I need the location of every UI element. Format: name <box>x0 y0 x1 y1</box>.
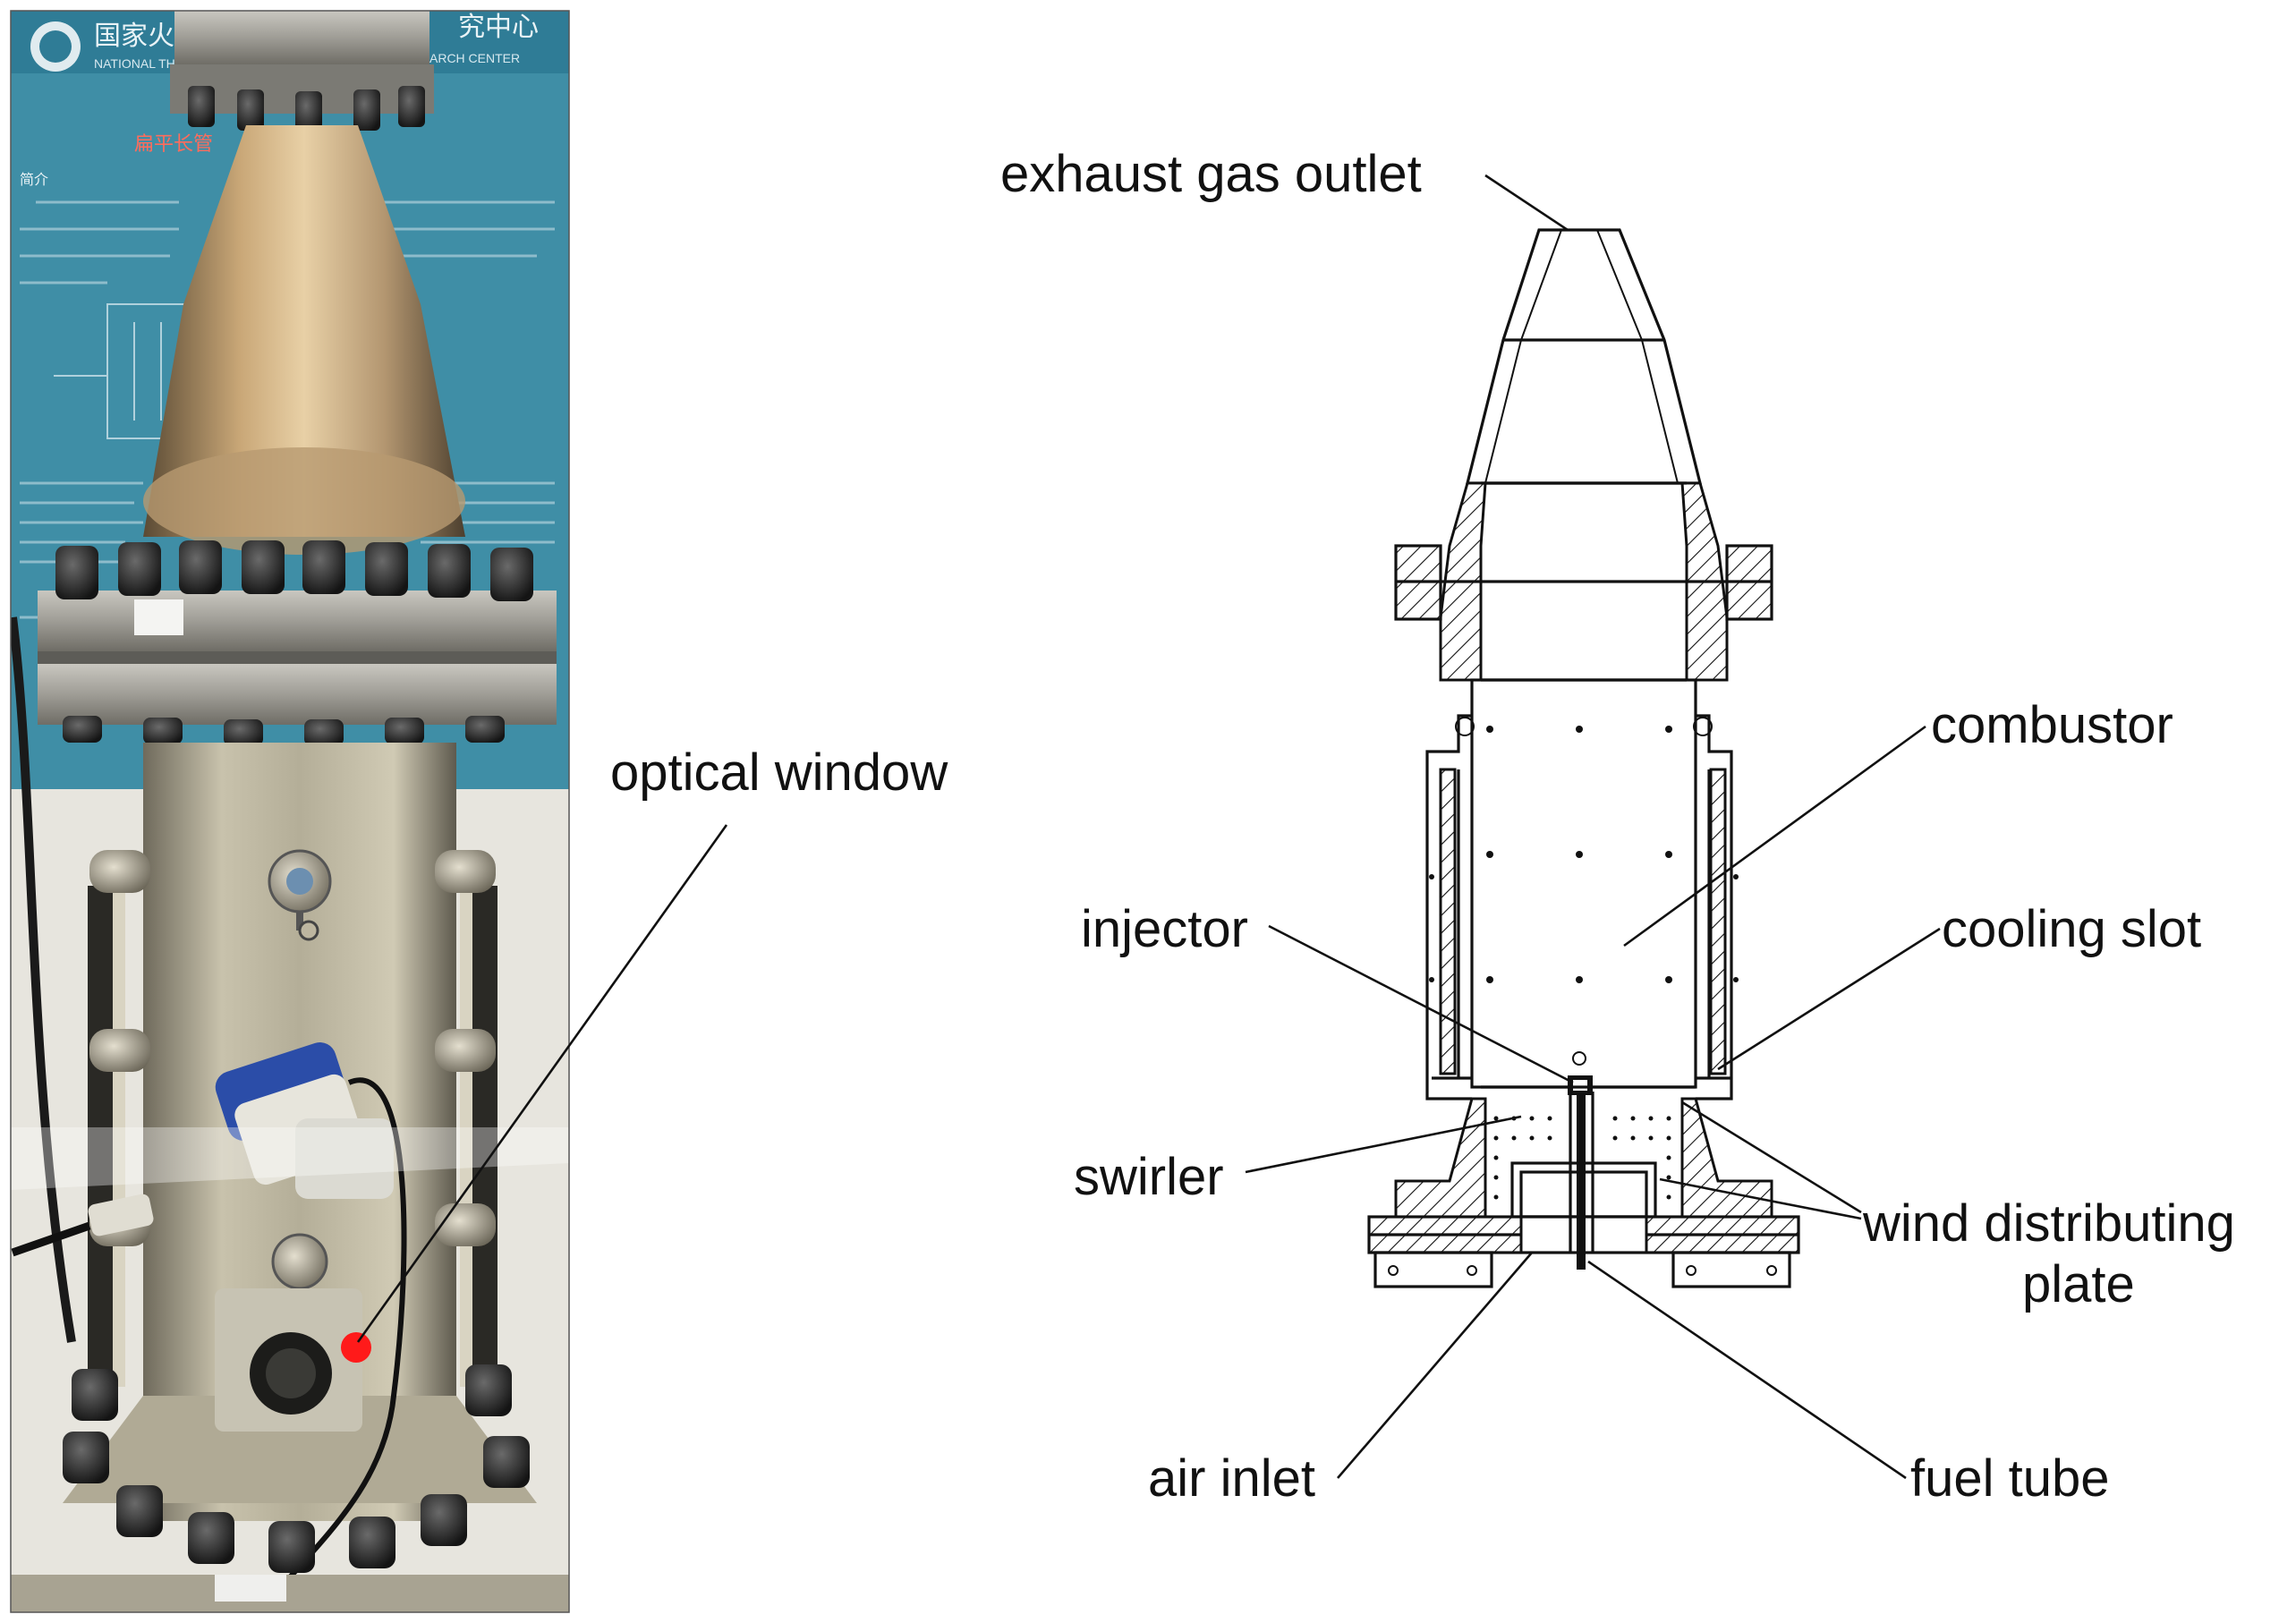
label-wind-distributing: wind distributing <box>1862 1194 2235 1253</box>
leader-cooling-slot <box>1717 927 1941 1071</box>
leader-air-inlet <box>1337 1252 1533 1479</box>
poster-heading: 扁平长管 <box>134 133 213 156</box>
label-fuel-tube: fuel tube <box>1910 1449 2110 1508</box>
swirler-holes <box>1493 1116 1671 1200</box>
combustor-drawing <box>1367 228 1800 1288</box>
main-flange-photo <box>38 540 557 746</box>
fuel-tube-drawing <box>1577 1095 1586 1270</box>
label-wind-distributing-plate: plate <box>2022 1255 2135 1313</box>
exhaust-cone-photo <box>143 125 465 537</box>
poster-subtitle-left: NATIONAL TH <box>94 56 175 71</box>
pressure-sensor-photo <box>215 1042 394 1199</box>
leader-swirler <box>1245 1115 1522 1174</box>
poster-subtitle-right: ARCH CENTER <box>429 51 520 65</box>
leader-exhaust-gas-outlet <box>1484 174 1569 232</box>
label-air-inlet: air inlet <box>1148 1449 1315 1508</box>
leader-fuel-tube <box>1587 1260 1907 1480</box>
leader-combustor <box>1623 725 1926 947</box>
label-exhaust-gas-outlet: exhaust gas outlet <box>1000 145 1422 203</box>
leader-wind-distributing-b <box>1659 1177 1862 1220</box>
combustor-chamber-drawing <box>1470 678 1697 1089</box>
poster-intro: 简介 <box>20 171 48 188</box>
leader-wind-distributing-a <box>1681 1100 1862 1214</box>
leader-optical-window <box>356 824 728 1343</box>
poster-title-right: 究中心 <box>458 12 539 43</box>
rig-photograph: 国家火 究中心 NATIONAL TH ARCH CENTER 扁平长管 简介 <box>11 11 569 1612</box>
dilution-holes <box>1429 726 1739 983</box>
exhaust-cone-drawing <box>1465 228 1703 485</box>
base-bolts <box>63 1364 530 1573</box>
label-injector: injector <box>1081 900 1248 958</box>
label-swirler: swirler <box>1074 1148 1224 1206</box>
leader-injector <box>1268 924 1574 1084</box>
label-optical-window: optical window <box>610 744 948 802</box>
label-cooling-slot: cooling slot <box>1942 900 2201 958</box>
poster-title: 国家火 <box>94 21 174 52</box>
optical-window-marker <box>341 1332 371 1363</box>
label-combustor: combustor <box>1931 696 2173 754</box>
top-flange-bolts <box>188 86 425 132</box>
